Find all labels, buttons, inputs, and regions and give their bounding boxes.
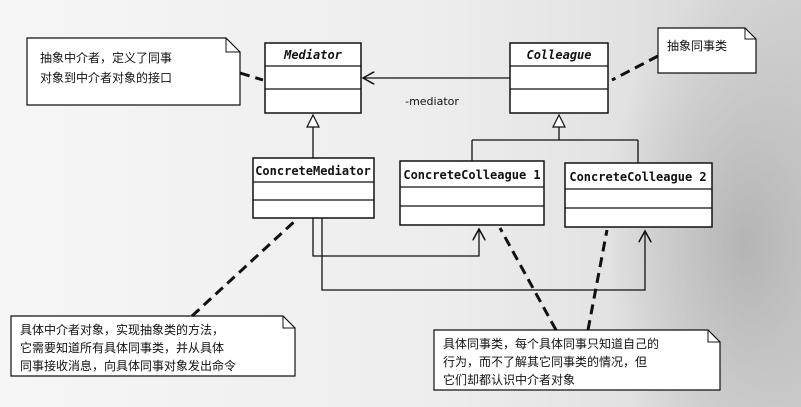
- mediator-note-line-2: 对象到中介者对象的接口: [40, 70, 172, 85]
- association-concrete-colleagues: [312, 218, 645, 291]
- concrete-mediator-note-line-3: 同事接收消息，向具体同事对象发出命令: [20, 358, 236, 373]
- colleague-class-name: Colleague: [526, 48, 591, 62]
- concrete-colleague-1-class: ConcreteColleague 1: [399, 160, 545, 226]
- colleague-note: 抽象同事类: [611, 27, 757, 82]
- association-label: -mediator: [405, 95, 459, 108]
- mediator-note: 抽象中介者，定义了同事 对象到中介者对象的接口: [26, 37, 264, 106]
- concrete-colleague-note: 具体同事类，每个具体同事只知道自己的 行为，而不了解其它同事类的情况，但 它们却…: [433, 227, 721, 391]
- concrete-mediator-note: 具体中介者对象，实现抽象类的方法， 它需要知道所有具体同事类，并从具体 同事接收…: [10, 218, 298, 377]
- concrete-colleague-2-class: ConcreteColleague 2: [564, 162, 713, 228]
- mediator-class: Mediator: [264, 42, 362, 114]
- concrete-colleague-note-line-2: 行为，而不了解其它同事类的情况，但: [443, 354, 647, 369]
- mediator-class-name: Mediator: [283, 48, 343, 62]
- concrete-mediator-note-line-2: 它需要知道所有具体同事类，并从具体: [20, 340, 224, 355]
- concrete-mediator-class-name: ConcreteMediator: [255, 164, 371, 178]
- concrete-colleague-note-line-3: 它们却都认识中介者对象: [443, 372, 575, 387]
- generalization-colleague: [471, 113, 639, 163]
- concrete-colleague-2-class-name: ConcreteColleague 2: [569, 170, 706, 184]
- mediator-note-line-1: 抽象中介者，定义了同事: [40, 50, 172, 65]
- generalization-mediator: [306, 113, 320, 158]
- colleague-note-line-1: 抽象同事类: [667, 39, 727, 53]
- concrete-colleague-1-class-name: ConcreteColleague 1: [403, 168, 540, 182]
- colleague-class: Colleague: [509, 42, 609, 114]
- concrete-mediator-class: ConcreteMediator: [252, 157, 375, 219]
- association-mediator: -mediator: [363, 78, 510, 108]
- concrete-colleague-note-line-1: 具体同事类，每个具体同事只知道自己的: [443, 336, 659, 351]
- concrete-mediator-note-line-1: 具体中介者对象，实现抽象类的方法，: [20, 322, 224, 337]
